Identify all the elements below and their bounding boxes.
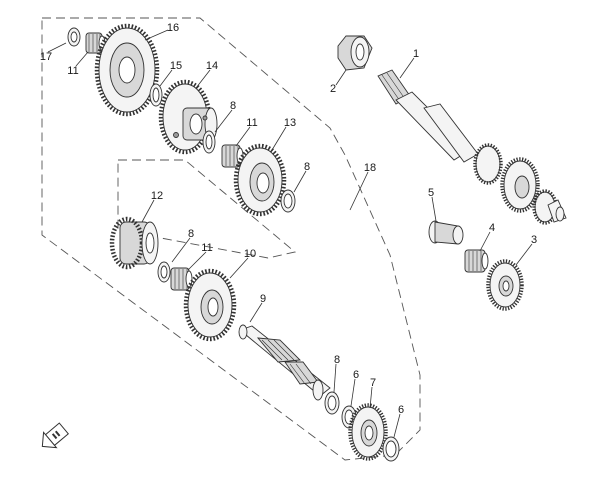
callout-9: 9	[260, 293, 266, 305]
callout-2: 2	[330, 83, 336, 95]
part-13-gear	[233, 143, 287, 217]
callout-6-middle: 6	[353, 369, 359, 381]
assembly-group-outlines	[41, 17, 421, 461]
part-8-circlip-right	[280, 189, 296, 213]
callout-4: 4	[489, 222, 495, 234]
callout-15: 15	[170, 60, 182, 72]
callout-13: 13	[284, 117, 296, 129]
part-11-needle-bearing-middle	[221, 144, 244, 168]
callout-5: 5	[428, 187, 434, 199]
part-14-dog-clutch-gear	[158, 79, 218, 155]
part-15-circlip	[149, 83, 163, 107]
callout-11-middle: 11	[246, 117, 257, 129]
part-7-gear	[348, 403, 388, 461]
callout-10: 10	[244, 248, 256, 260]
part-2-nut	[337, 35, 373, 71]
part-11-needle-bearing-lower	[170, 267, 193, 291]
part-9-countershaft	[238, 324, 331, 401]
part-6-circlip-lower	[382, 436, 400, 462]
part-1-mainshaft	[377, 69, 567, 225]
callout-17: 17	[40, 51, 52, 63]
part-12-sliding-gear	[109, 216, 159, 270]
callout-8-lower: 8	[334, 354, 340, 366]
leader-lines	[47, 29, 533, 438]
part-8-washer-upper	[202, 130, 216, 154]
part-8-circlip-lower	[324, 391, 340, 415]
callout-12: 12	[151, 190, 163, 202]
callout-1: 1	[413, 48, 419, 60]
callout-16: 16	[167, 22, 179, 34]
part-5-collar	[428, 220, 464, 245]
callout-3: 3	[531, 234, 537, 246]
callout-11-lower: 11	[201, 242, 212, 254]
part-16-large-gear	[94, 23, 160, 117]
callout-8-right: 8	[304, 161, 310, 173]
arrow-box-icon	[41, 422, 69, 449]
part-4-needle-bearing	[464, 249, 489, 273]
callout-14: 14	[206, 60, 218, 72]
part-3-gear	[486, 259, 524, 311]
part-10-gear	[183, 268, 237, 342]
callout-labels: 17 11 16 15 14 8 11 13 8 12 8 11 10 9 8 …	[40, 22, 537, 416]
callout-18: 18	[364, 162, 376, 174]
callout-6-lower: 6	[398, 404, 404, 416]
callout-8-upper: 8	[230, 100, 236, 112]
callout-7: 7	[370, 377, 376, 389]
part-8-washer-mid	[157, 261, 171, 283]
part-6-washer-middle	[341, 405, 357, 429]
part-17-washer	[67, 27, 81, 47]
callout-11-top: 11	[67, 65, 78, 77]
callout-8-mid: 8	[188, 228, 194, 240]
